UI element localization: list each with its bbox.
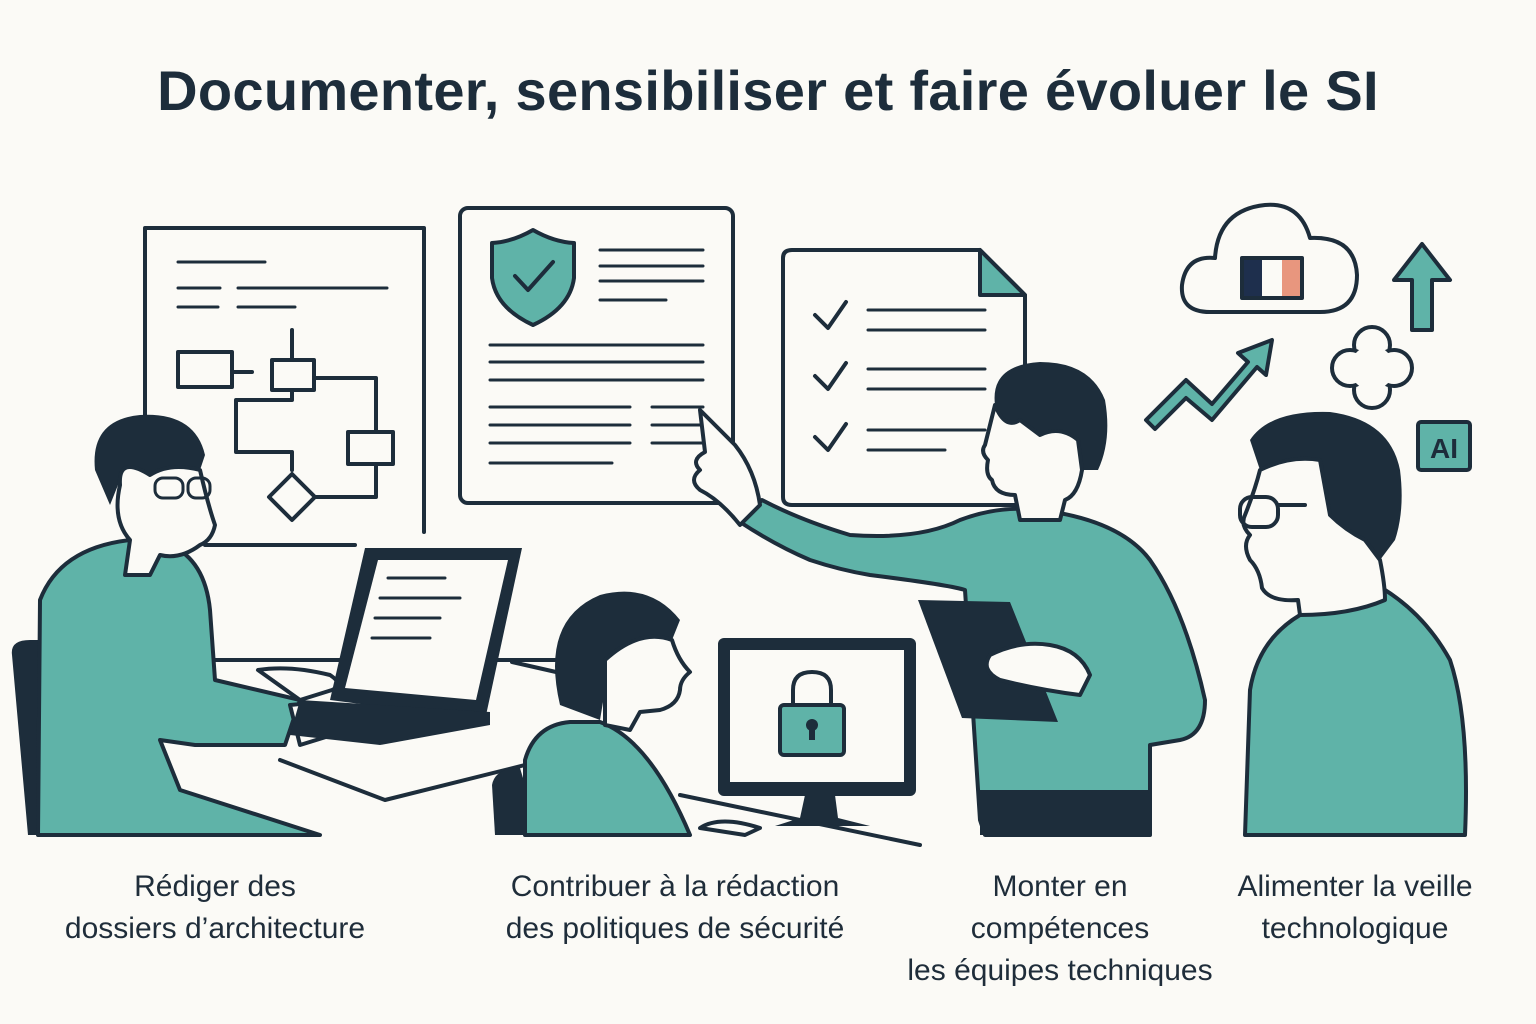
person-security [492, 591, 922, 847]
person-architect [11, 414, 558, 837]
caption-security-policy: Contribuer à la rédaction des politiques… [455, 866, 895, 950]
ai-badge-label: AI [1430, 433, 1458, 464]
caption-line: Contribuer à la rédaction [510, 870, 840, 903]
caption-line: technologique [1261, 912, 1449, 945]
caption-line: compétences [970, 912, 1150, 945]
caption-architecture: Rédiger des dossiers d’architecture [20, 866, 410, 950]
up-arrow-icon [1392, 242, 1452, 332]
shield-check-icon [458, 206, 735, 505]
cloud-flag-icon [1179, 202, 1359, 314]
page-title: Documenter, sensibiliser et faire évolue… [157, 59, 1379, 122]
architecture-diagram-icon [143, 226, 426, 547]
trend-arrow-icon [1144, 338, 1274, 431]
person-trainer [692, 362, 1207, 837]
caption-line: les équipes techniques [907, 954, 1213, 987]
caption-line: dossiers d’architecture [64, 912, 366, 945]
caption-line: Monter en [992, 870, 1128, 903]
caption-line: Alimenter la veille [1237, 870, 1473, 903]
padlock-icon [778, 670, 846, 757]
caption-upskilling: Monter en compétences les équipes techni… [880, 866, 1240, 992]
caption-tech-watch: Alimenter la veille technologique [1200, 866, 1510, 950]
caption-line: Rédiger des [134, 870, 296, 903]
person-watcher [1238, 411, 1468, 837]
ai-badge-icon: AI [1416, 420, 1472, 472]
caption-line: des politiques de sécurité [505, 912, 845, 945]
clover-icon [1330, 325, 1414, 410]
